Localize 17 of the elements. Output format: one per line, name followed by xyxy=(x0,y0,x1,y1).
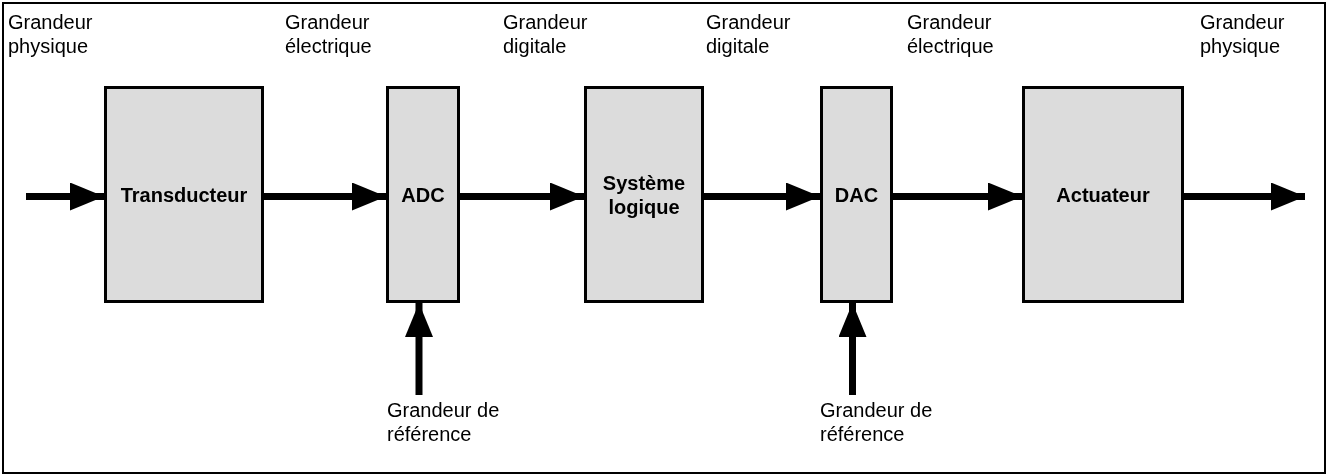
signal-label: Grandeur digitale xyxy=(503,10,589,58)
reference-label: Grandeur de référence xyxy=(387,398,537,446)
arrow xyxy=(460,182,584,211)
process-box: Système logique xyxy=(584,86,704,303)
process-box: ADC xyxy=(386,86,460,303)
arrow xyxy=(264,182,386,211)
signal-label: Grandeur digitale xyxy=(706,10,792,58)
process-box: DAC xyxy=(820,86,893,303)
signal-label: Grandeur électrique xyxy=(907,10,995,58)
signal-label: Grandeur électrique xyxy=(285,10,373,58)
signal-label: Grandeur physique xyxy=(8,10,94,58)
arrow xyxy=(893,182,1022,211)
signal-label: Grandeur physique xyxy=(1200,10,1286,58)
reference-label: Grandeur de référence xyxy=(820,398,970,446)
process-box: Transducteur xyxy=(104,86,264,303)
process-box: Actuateur xyxy=(1022,86,1184,303)
arrow xyxy=(704,182,820,211)
